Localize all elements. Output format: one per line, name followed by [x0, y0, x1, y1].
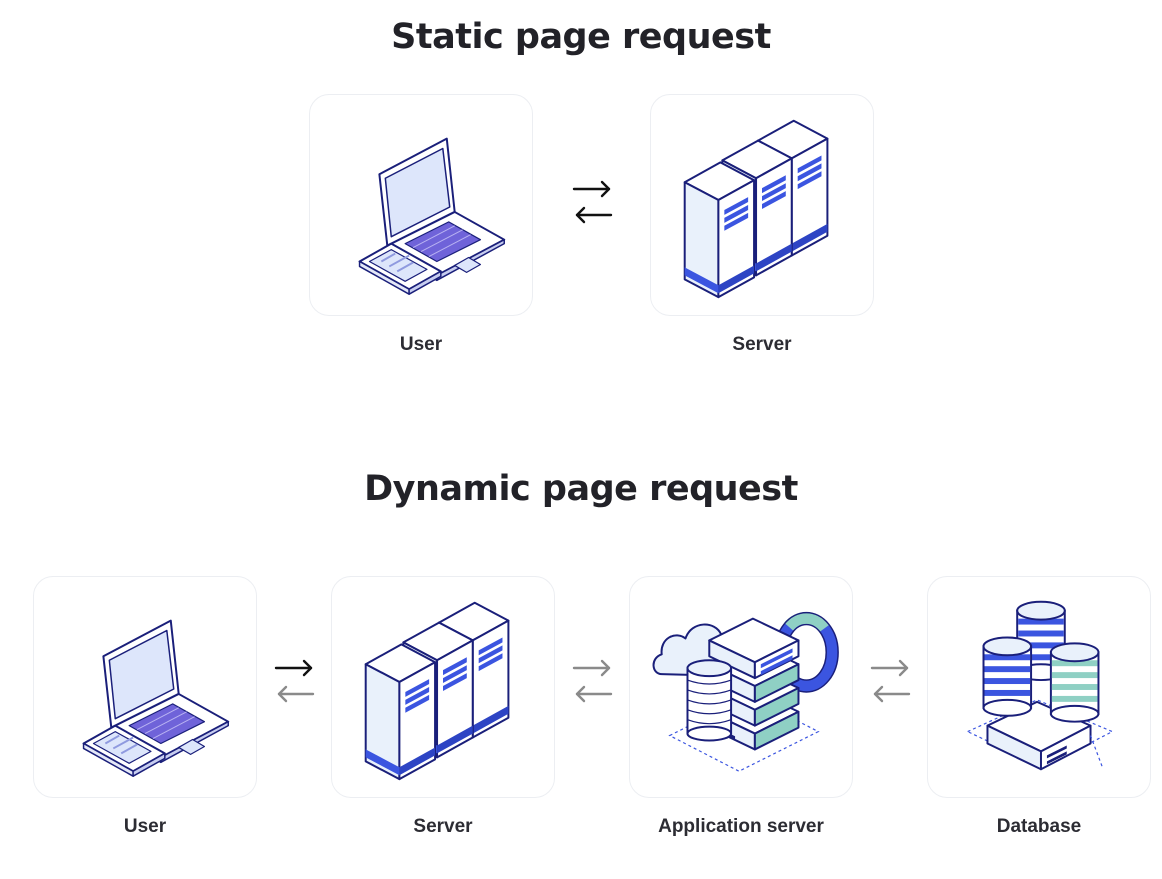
server-rack-icon [332, 577, 554, 797]
static-section-title: Static page request [391, 17, 771, 57]
laptop-phone-icon [82, 619, 230, 778]
appserver-database-arrows-icon [870, 659, 911, 703]
dynamic-server-label: Server [413, 816, 473, 837]
database-icon [966, 600, 1114, 771]
dynamic-section-title: Dynamic page request [364, 469, 798, 509]
static-user-label: User [399, 334, 443, 355]
dynamic-application-server-card [629, 576, 853, 798]
static-server-card [650, 94, 874, 316]
dynamic-database-card [927, 576, 1151, 798]
request-arrow-active-icon [274, 659, 315, 703]
static-user-card [309, 94, 533, 316]
dynamic-application-server-label: Application server [658, 816, 824, 837]
application-server-icon [652, 611, 839, 772]
dynamic-user-label: User [123, 816, 167, 837]
server-appserver-arrows-icon [572, 659, 613, 703]
laptop-phone-icon [358, 137, 506, 296]
static-server-label: Server [732, 334, 792, 355]
server-rack-icon [651, 95, 873, 315]
request-response-arrows-icon [572, 180, 613, 224]
dynamic-user-card [33, 576, 257, 798]
dynamic-database-label: Database [996, 816, 1082, 837]
dynamic-server-card [331, 576, 555, 798]
